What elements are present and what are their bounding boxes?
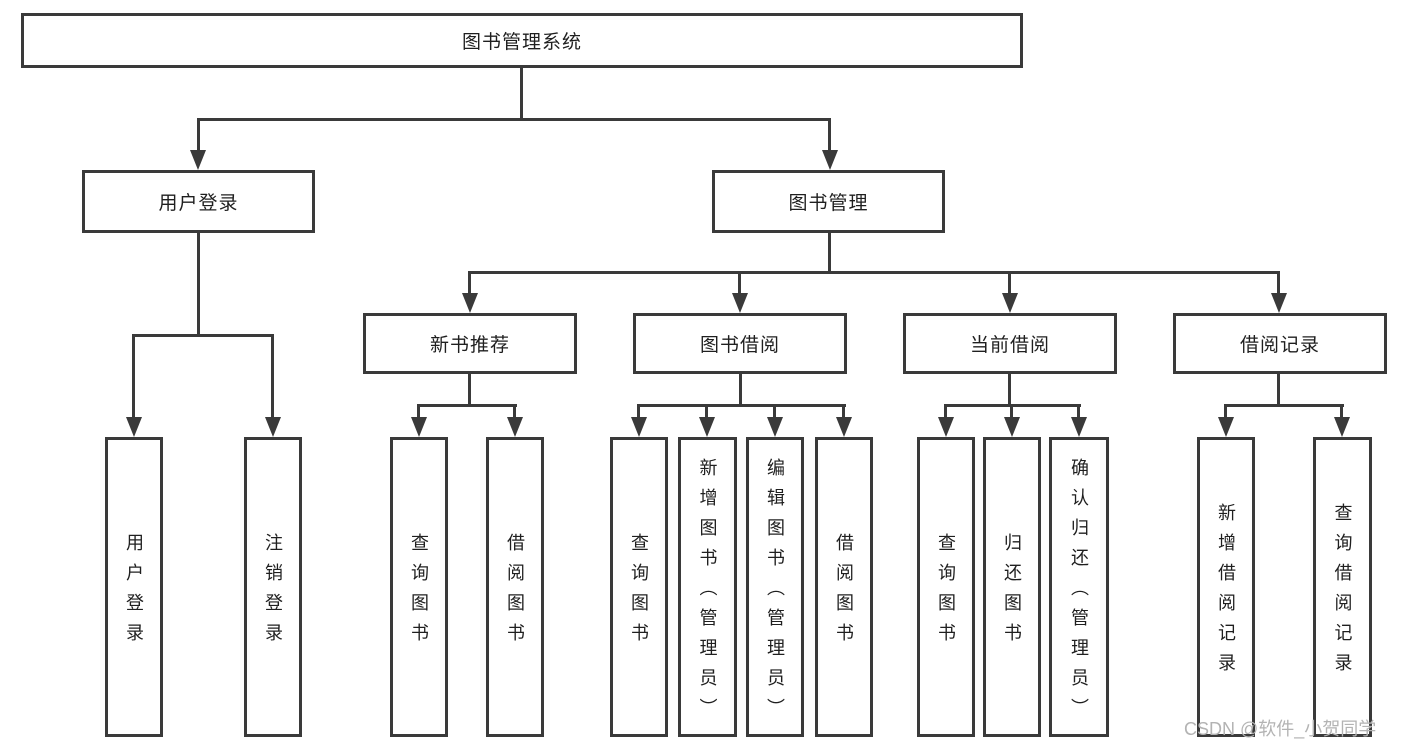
arrowhead-book-borrowing <box>732 293 748 313</box>
connector-records-child1 <box>1224 404 1227 419</box>
leaf-user-login-label: 用户登录 <box>124 533 144 653</box>
arrowhead-login <box>190 150 206 170</box>
leaf-cb-query-books-label: 查询图书 <box>936 533 956 653</box>
connector-login-stub <box>197 232 200 337</box>
leaf-bb-edit-books-admin: 编辑图书（管理员） <box>746 437 804 737</box>
arrowhead-br-query <box>1334 417 1350 437</box>
connector-borrow-child1 <box>637 404 640 419</box>
leaf-cb-confirm-return-admin-label: 确认归还（管理员） <box>1069 458 1089 728</box>
arrowhead-br-add <box>1218 417 1234 437</box>
arrowhead-cb-query <box>938 417 954 437</box>
node-root: 图书管理系统 <box>21 13 1023 68</box>
arrowhead-borrowing-records <box>1271 293 1287 313</box>
leaf-logout: 注销登录 <box>244 437 302 737</box>
leaf-bb-borrow-books-label: 借阅图书 <box>834 533 854 653</box>
connector-root-to-login <box>197 118 200 152</box>
leaf-bb-query-books: 查询图书 <box>610 437 668 737</box>
connector-mgmt-child2 <box>738 271 741 295</box>
leaf-br-add-record-label: 新增借阅记录 <box>1216 503 1236 683</box>
leaf-bb-add-books-admin-label: 新增图书（管理员） <box>697 458 718 728</box>
connector-borrow-branch <box>637 404 846 407</box>
leaf-cb-confirm-return-admin: 确认归还（管理员） <box>1049 437 1109 737</box>
leaf-nb-borrow-books-label: 借阅图书 <box>505 533 525 653</box>
connector-mgmt-child4 <box>1277 271 1280 295</box>
leaf-bb-borrow-books: 借阅图书 <box>815 437 873 737</box>
arrowhead-leaf-logout <box>265 417 281 437</box>
leaf-bb-add-books-admin: 新增图书（管理员） <box>678 437 737 737</box>
node-borrowing-records: 借阅记录 <box>1173 313 1387 374</box>
arrowhead-bb-edit <box>767 417 783 437</box>
arrowhead-bb-query <box>631 417 647 437</box>
connector-mgmt-branch <box>468 271 1280 274</box>
arrowhead-current-borrowing <box>1002 293 1018 313</box>
arrowhead-cb-confirm <box>1071 417 1087 437</box>
connector-records-branch <box>1224 404 1344 407</box>
connector-newbook-stub <box>468 374 471 407</box>
connector-root-branch <box>197 118 831 121</box>
connector-root-stub <box>520 68 523 120</box>
connector-borrow-child3 <box>773 404 776 419</box>
leaf-br-query-record-label: 查询借阅记录 <box>1332 503 1353 683</box>
node-new-book-recommend: 新书推荐 <box>363 313 577 374</box>
connector-current-child2 <box>1010 404 1013 419</box>
connector-current-child3 <box>1077 404 1080 419</box>
connector-borrow-child2 <box>705 404 708 419</box>
connector-mgmt-stub <box>828 232 831 274</box>
leaf-br-add-record: 新增借阅记录 <box>1197 437 1255 737</box>
connector-current-stub <box>1008 374 1011 407</box>
connector-newbook-branch <box>417 404 517 407</box>
node-borrowing-records-label: 借阅记录 <box>1239 335 1320 356</box>
leaf-cb-return-books: 归还图书 <box>983 437 1041 737</box>
node-book-borrowing-label: 图书借阅 <box>699 335 780 356</box>
connector-login-branch <box>133 334 274 337</box>
leaf-logout-label: 注销登录 <box>263 533 283 653</box>
node-current-borrowing: 当前借阅 <box>903 313 1117 374</box>
connector-records-child2 <box>1340 404 1343 419</box>
arrowhead-bb-add <box>699 417 715 437</box>
connector-borrow-child4 <box>842 404 845 419</box>
leaf-nb-query-books-label: 查询图书 <box>409 533 429 653</box>
leaf-br-query-record: 查询借阅记录 <box>1313 437 1372 737</box>
connector-mgmt-child1 <box>468 271 471 295</box>
arrowhead-bb-borrow <box>836 417 852 437</box>
connector-borrow-stub <box>739 374 742 407</box>
arrowhead-cb-return <box>1004 417 1020 437</box>
leaf-user-login: 用户登录 <box>105 437 163 737</box>
node-book-management: 图书管理 <box>712 170 945 233</box>
connector-root-to-mgmt <box>828 118 831 152</box>
arrowhead-new-book <box>462 293 478 313</box>
node-root-label: 图书管理系统 <box>461 32 582 53</box>
connector-newbook-child2 <box>513 404 516 419</box>
connector-records-stub <box>1277 374 1280 407</box>
arrowhead-nb-query <box>411 417 427 437</box>
leaf-nb-query-books: 查询图书 <box>390 437 448 737</box>
node-user-login-label: 用户登录 <box>158 193 239 214</box>
leaf-nb-borrow-books: 借阅图书 <box>486 437 544 737</box>
node-current-borrowing-label: 当前借阅 <box>969 335 1050 356</box>
connector-login-child2 <box>271 334 274 417</box>
arrowhead-nb-borrow <box>507 417 523 437</box>
node-book-management-label: 图书管理 <box>788 193 869 214</box>
connector-login-child1 <box>132 334 135 417</box>
arrowhead-leaf-user-login <box>126 417 142 437</box>
connector-newbook-child1 <box>417 404 420 419</box>
connector-mgmt-child3 <box>1008 271 1011 295</box>
node-book-borrowing: 图书借阅 <box>633 313 847 374</box>
leaf-cb-return-books-label: 归还图书 <box>1002 533 1022 653</box>
arrowhead-mgmt <box>822 150 838 170</box>
leaf-bb-edit-books-admin-label: 编辑图书（管理员） <box>765 458 785 728</box>
connector-current-child1 <box>944 404 947 419</box>
node-new-book-recommend-label: 新书推荐 <box>429 335 510 356</box>
leaf-cb-query-books: 查询图书 <box>917 437 975 737</box>
leaf-bb-query-books-label: 查询图书 <box>629 533 649 653</box>
node-user-login: 用户登录 <box>82 170 315 233</box>
csdn-watermark: CSDN @软件_小贺同学 <box>1184 719 1377 739</box>
